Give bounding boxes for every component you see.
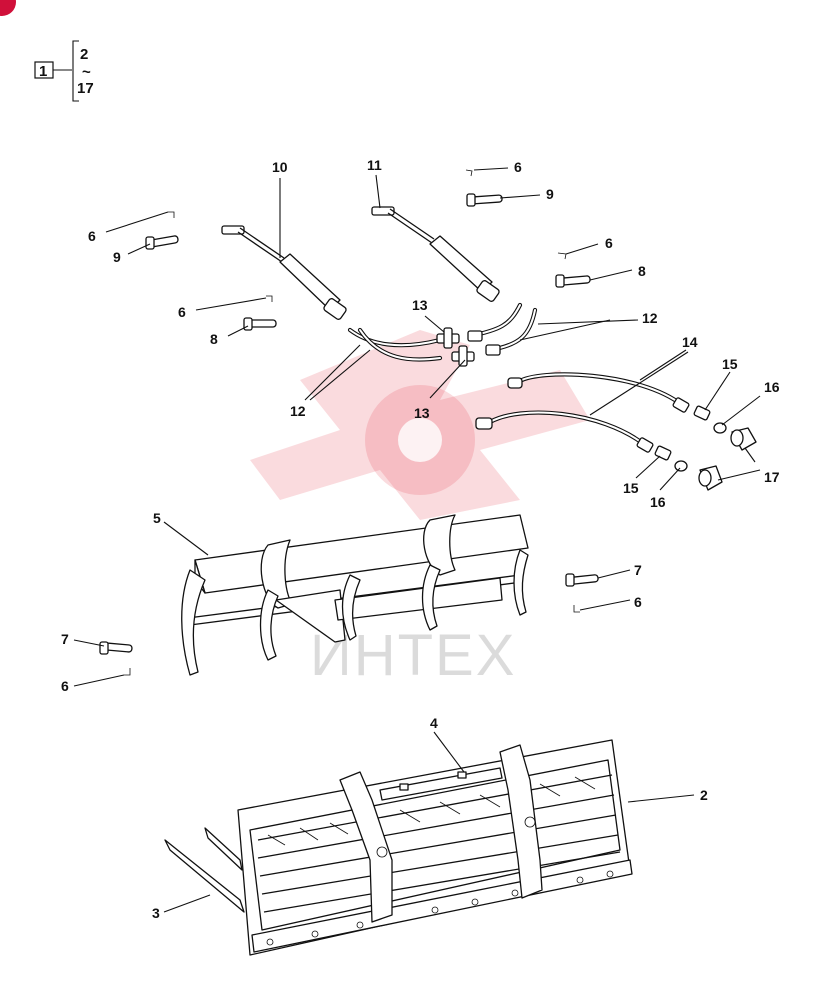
callout-9: 9 — [113, 249, 121, 265]
side-forks-3 — [164, 827, 245, 913]
callout-13: 13 — [412, 297, 428, 313]
reference-legend: 1 2 ~ 17 — [34, 40, 94, 102]
callout-4: 4 — [430, 715, 438, 731]
pin-8-left — [243, 317, 277, 331]
callout-15: 15 — [623, 480, 639, 496]
callout-6: 6 — [634, 594, 642, 610]
callout-7: 7 — [634, 562, 642, 578]
callout-12: 12 — [642, 310, 658, 326]
pin-7-left — [99, 641, 133, 676]
callout-6: 6 — [514, 159, 522, 175]
callout-12: 12 — [290, 403, 306, 419]
callout-3: 3 — [152, 905, 160, 921]
hoses-14 — [475, 372, 690, 453]
callout-6: 6 — [61, 678, 69, 694]
clip-6-group — [168, 169, 567, 302]
callout-6: 6 — [178, 304, 186, 320]
callout-6: 6 — [88, 228, 96, 244]
legend-range-sep: ~ — [82, 64, 91, 81]
callout-14: 14 — [682, 334, 698, 350]
watermark-logo — [250, 330, 590, 520]
callout-13: 13 — [414, 405, 430, 421]
pin-9-left — [145, 235, 179, 250]
callout-8: 8 — [638, 263, 646, 279]
legend-range-end: 17 — [77, 80, 94, 97]
callout-11: 11 — [367, 157, 382, 173]
callout-5: 5 — [153, 510, 161, 526]
callout-17: 17 — [764, 469, 780, 485]
hydraulic-cylinder-left — [221, 225, 347, 320]
callout-2: 2 — [700, 787, 708, 803]
pin-9-right — [466, 193, 503, 207]
pin-8-right — [555, 274, 591, 288]
grab-frame-5 — [181, 514, 529, 676]
legend-ref-number: 1 — [39, 63, 47, 80]
callout-8: 8 — [210, 331, 218, 347]
legend-range-start: 2 — [80, 46, 88, 63]
callout-9: 9 — [546, 186, 554, 202]
callout-6: 6 — [605, 235, 613, 251]
callout-16: 16 — [764, 379, 780, 395]
fittings-15-16-17 — [654, 405, 757, 491]
tee-fittings-13 — [436, 327, 501, 367]
callout-15: 15 — [722, 356, 738, 372]
bucket-frame-2 — [237, 739, 633, 956]
callout-7: 7 — [61, 631, 69, 647]
callout-10: 10 — [272, 159, 288, 175]
hydraulic-cylinder-right — [371, 206, 500, 302]
pin-7-right — [565, 573, 599, 613]
callout-labels: 10 11 6 9 6 9 6 8 6 8 13 12 12 13 14 15 … — [61, 157, 780, 921]
leader-lines — [73, 167, 761, 913]
corner-badge — [0, 0, 16, 16]
callout-16: 16 — [650, 494, 666, 510]
